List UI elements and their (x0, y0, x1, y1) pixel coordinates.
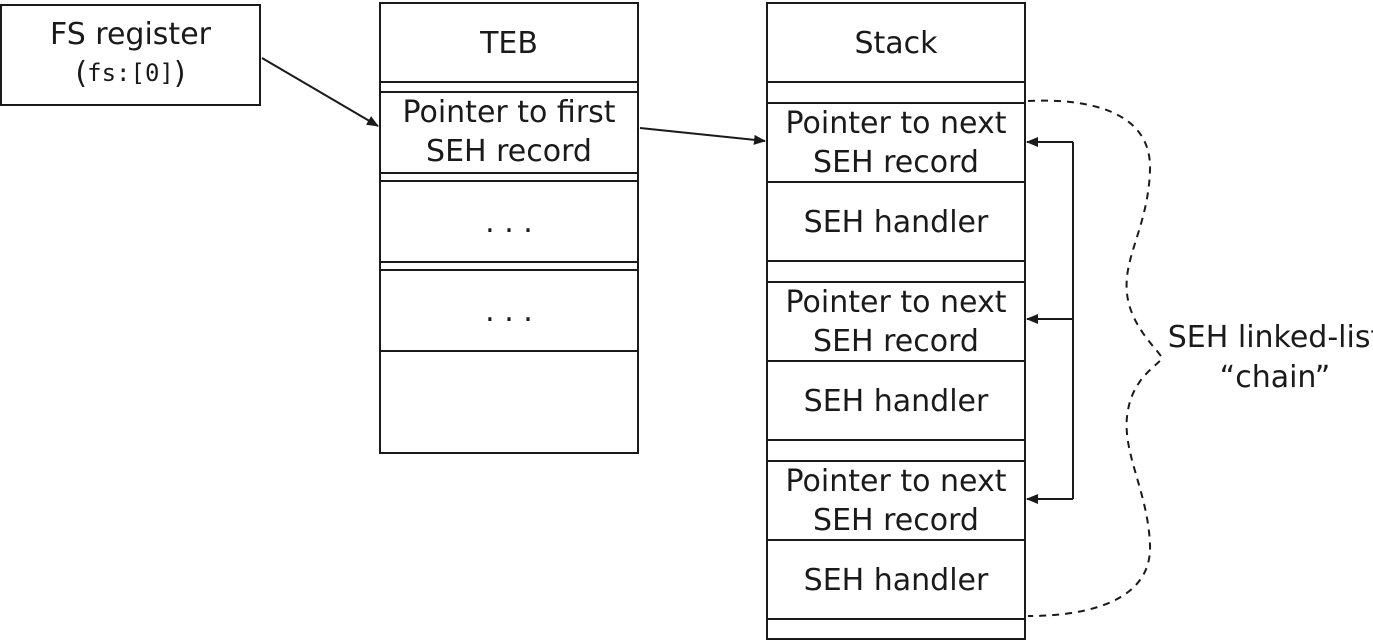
stack-divider (768, 460, 1024, 462)
fs-register-code: fs:[0] (87, 58, 174, 87)
teb-divider (381, 261, 637, 263)
stack-divider (768, 260, 1024, 262)
stack-divider (768, 618, 1024, 620)
stack-divider (768, 439, 1024, 441)
chain-brace (1027, 99, 1164, 617)
stack-block: Stack Pointer to next SEH record SEH han… (766, 2, 1026, 640)
fs-register-title: FS register (49, 16, 211, 52)
teb-ellipsis: . . . (485, 293, 533, 329)
teb-to-stack-arrow (639, 127, 766, 145)
fs-register-code-line: (fs:[0]) (2, 52, 259, 94)
teb-block: TEB Pointer to first SEH record . . . . … (379, 2, 639, 454)
teb-divider (381, 172, 637, 174)
stack-seh-handler: SEH handler (803, 562, 989, 598)
teb-divider (381, 350, 637, 352)
stack-title: Stack (854, 25, 938, 61)
stack-seh-handler: SEH handler (803, 204, 989, 240)
stack-pointer-to-next-seh-record: Pointer to next SEH record (785, 106, 1007, 180)
fs-register-box: FS register (fs:[0]) (0, 4, 261, 106)
stack-pointer-to-next-seh-record: Pointer to next SEH record (785, 285, 1007, 359)
seh-chain-label: SEH linked-list “chain” (1167, 320, 1373, 395)
teb-divider (381, 81, 637, 83)
teb-title: TEB (480, 25, 538, 61)
fs-close-paren: ) (173, 55, 186, 91)
teb-ellipsis: . . . (485, 204, 533, 240)
stack-seh-handler: SEH handler (803, 383, 989, 419)
fs-to-teb-arrow (261, 57, 379, 127)
stack-divider (768, 360, 1024, 362)
stack-pointer-to-next-seh-record: Pointer to next SEH record (785, 464, 1007, 538)
fs-open-paren: ( (75, 55, 88, 91)
teb-divider (381, 269, 637, 271)
teb-pointer-to-first-seh-record: Pointer to first SEH record (402, 95, 616, 169)
stack-divider (768, 539, 1024, 541)
stack-divider (768, 102, 1024, 104)
stack-divider (768, 281, 1024, 283)
stack-divider (768, 81, 1024, 83)
teb-divider (381, 91, 637, 93)
teb-divider (381, 180, 637, 182)
stack-divider (768, 181, 1024, 183)
